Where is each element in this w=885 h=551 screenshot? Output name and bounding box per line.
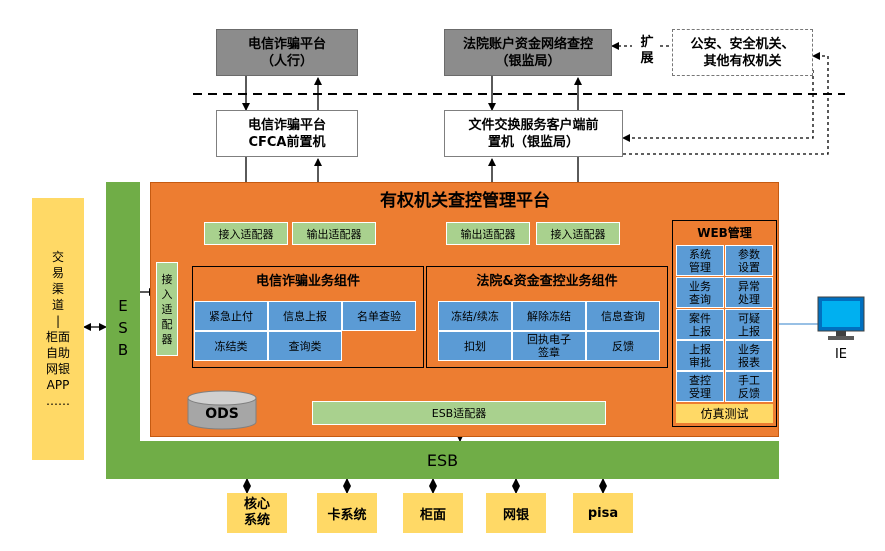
court-item: 扣划 xyxy=(438,331,512,361)
web-item[interactable]: 可疑 上报 xyxy=(725,309,773,340)
telecom-group-title: 电信诈骗业务组件 xyxy=(255,273,360,289)
court-item: 冻结/续冻 xyxy=(438,301,512,331)
counter-box: 柜面 xyxy=(403,493,463,533)
ods-label: ODS xyxy=(205,406,239,422)
court-platform-box: 法院账户资金网络查控 （银监局） xyxy=(444,29,612,76)
adapter-in-side: 接 入 适 配 器 xyxy=(156,262,178,356)
web-item[interactable]: 异常 处理 xyxy=(725,277,773,308)
card-system-box: 卡系统 xyxy=(317,493,377,533)
court-item: 解除冻结 xyxy=(512,301,586,331)
ie-label: IE xyxy=(834,346,848,362)
web-item[interactable]: 上报 审批 xyxy=(676,340,724,371)
court-item: 信息查询 xyxy=(586,301,660,331)
adapter-out-2: 输出适配器 xyxy=(446,222,530,245)
web-management-title: WEB管理 xyxy=(697,225,752,240)
telecom-item: 紧急止付 xyxy=(194,301,268,331)
platform-title: 有权机关查控管理平台 xyxy=(380,190,550,211)
esb-adapter: ESB适配器 xyxy=(312,401,606,425)
web-item[interactable]: 案件 上报 xyxy=(676,309,724,340)
expand-label: 扩 展 xyxy=(640,35,654,66)
web-item[interactable]: 业务 报表 xyxy=(725,340,773,371)
cfca-front-box: 电信诈骗平台 CFCA前置机 xyxy=(216,110,358,157)
pisa-box: pisa xyxy=(573,493,633,533)
trade-channel-box: 交 易 渠 道 | 柜面 自助 网银 APP …… xyxy=(32,198,84,460)
telecom-item: 冻结类 xyxy=(194,331,268,361)
telecom-item: 名单查验 xyxy=(342,301,416,331)
telecom-item: 信息上报 xyxy=(268,301,342,331)
file-exchange-box: 文件交换服务客户端前 置机（银监局） xyxy=(444,110,623,157)
court-item: 回执电子 签章 xyxy=(512,331,586,361)
adapter-in-2: 接入适配器 xyxy=(536,222,620,245)
adapter-out-1: 输出适配器 xyxy=(292,222,376,245)
web-item[interactable]: 业务 查询 xyxy=(676,277,724,308)
telecom-item: 查询类 xyxy=(268,331,342,361)
computer-monitor-icon xyxy=(817,296,865,340)
esb-vertical-label: E S B xyxy=(117,297,129,359)
court-group xyxy=(426,266,668,368)
core-system-box: 核心 系统 xyxy=(227,493,287,533)
web-item[interactable]: 查控 受理 xyxy=(676,371,724,402)
telecom-platform-box: 电信诈骗平台 （人行） xyxy=(216,29,358,76)
court-group-title: 法院&资金查控业务组件 xyxy=(476,273,618,289)
adapter-in-1: 接入适配器 xyxy=(204,222,288,245)
police-box: 公安、安全机关、 其他有权机关 xyxy=(672,29,813,76)
web-item[interactable]: 手工 反馈 xyxy=(725,371,773,402)
web-item[interactable]: 参数 设置 xyxy=(725,245,773,276)
telecom-group xyxy=(192,266,424,368)
esb-vertical-bar xyxy=(106,182,140,479)
court-item: 反馈 xyxy=(586,331,660,361)
ods-database-icon xyxy=(187,390,257,430)
simulation-test-button[interactable]: 仿真测试 xyxy=(676,404,773,423)
online-banking-box: 网银 xyxy=(486,493,546,533)
esb-bottom-bar: ESB xyxy=(106,441,779,479)
web-item[interactable]: 系统 管理 xyxy=(676,245,724,276)
